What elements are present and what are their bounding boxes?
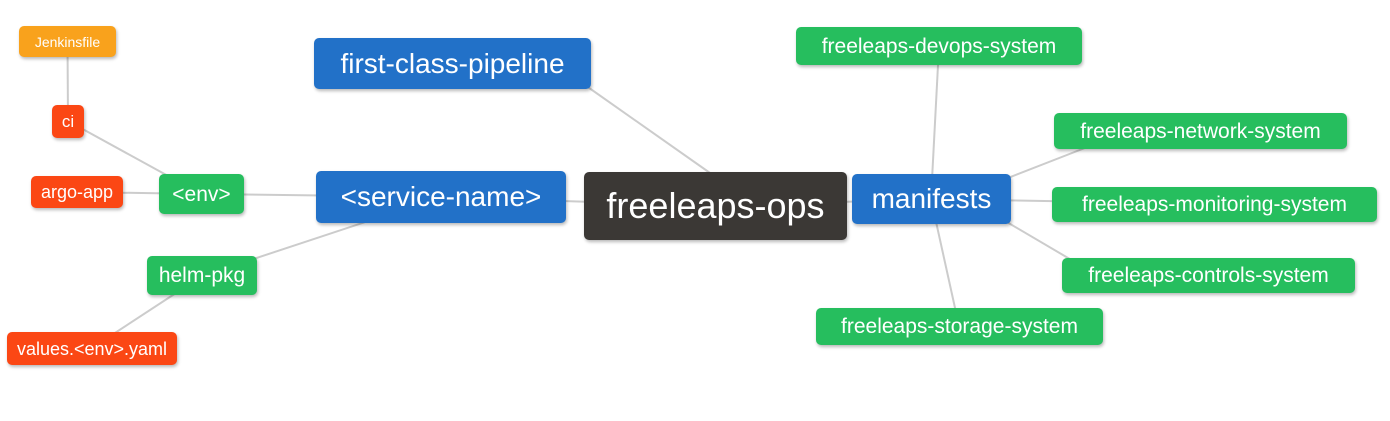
- edge-manifests-devops: [930, 45, 940, 200]
- node-freeleaps-ops[interactable]: freeleaps-ops: [584, 172, 847, 240]
- edge-pipeline-freeleapsops: [574, 77, 721, 181]
- node-jenkinsfile[interactable]: Jenkinsfile: [19, 26, 116, 57]
- node-values-env-yaml[interactable]: values.<env>.yaml: [7, 332, 177, 365]
- node-freeleaps-controls-system[interactable]: freeleaps-controls-system: [1062, 258, 1355, 293]
- node-argo-app[interactable]: argo-app: [31, 176, 123, 208]
- node-freeleaps-storage-system[interactable]: freeleaps-storage-system: [816, 308, 1103, 345]
- node-freeleaps-monitoring-system[interactable]: freeleaps-monitoring-system: [1052, 187, 1377, 222]
- node-env[interactable]: <env>: [159, 174, 244, 214]
- node-freeleaps-network-system[interactable]: freeleaps-network-system: [1054, 113, 1347, 149]
- node-ci[interactable]: ci: [52, 105, 84, 138]
- edge-manifests-controls: [999, 217, 1081, 266]
- node-helm-pkg[interactable]: helm-pkg: [147, 256, 257, 295]
- node-manifests[interactable]: manifests: [852, 174, 1011, 224]
- node-freeleaps-devops-system[interactable]: freeleaps-devops-system: [796, 27, 1082, 65]
- node-first-class-pipeline[interactable]: first-class-pipeline: [314, 38, 591, 89]
- node-service-name[interactable]: <service-name>: [316, 171, 566, 223]
